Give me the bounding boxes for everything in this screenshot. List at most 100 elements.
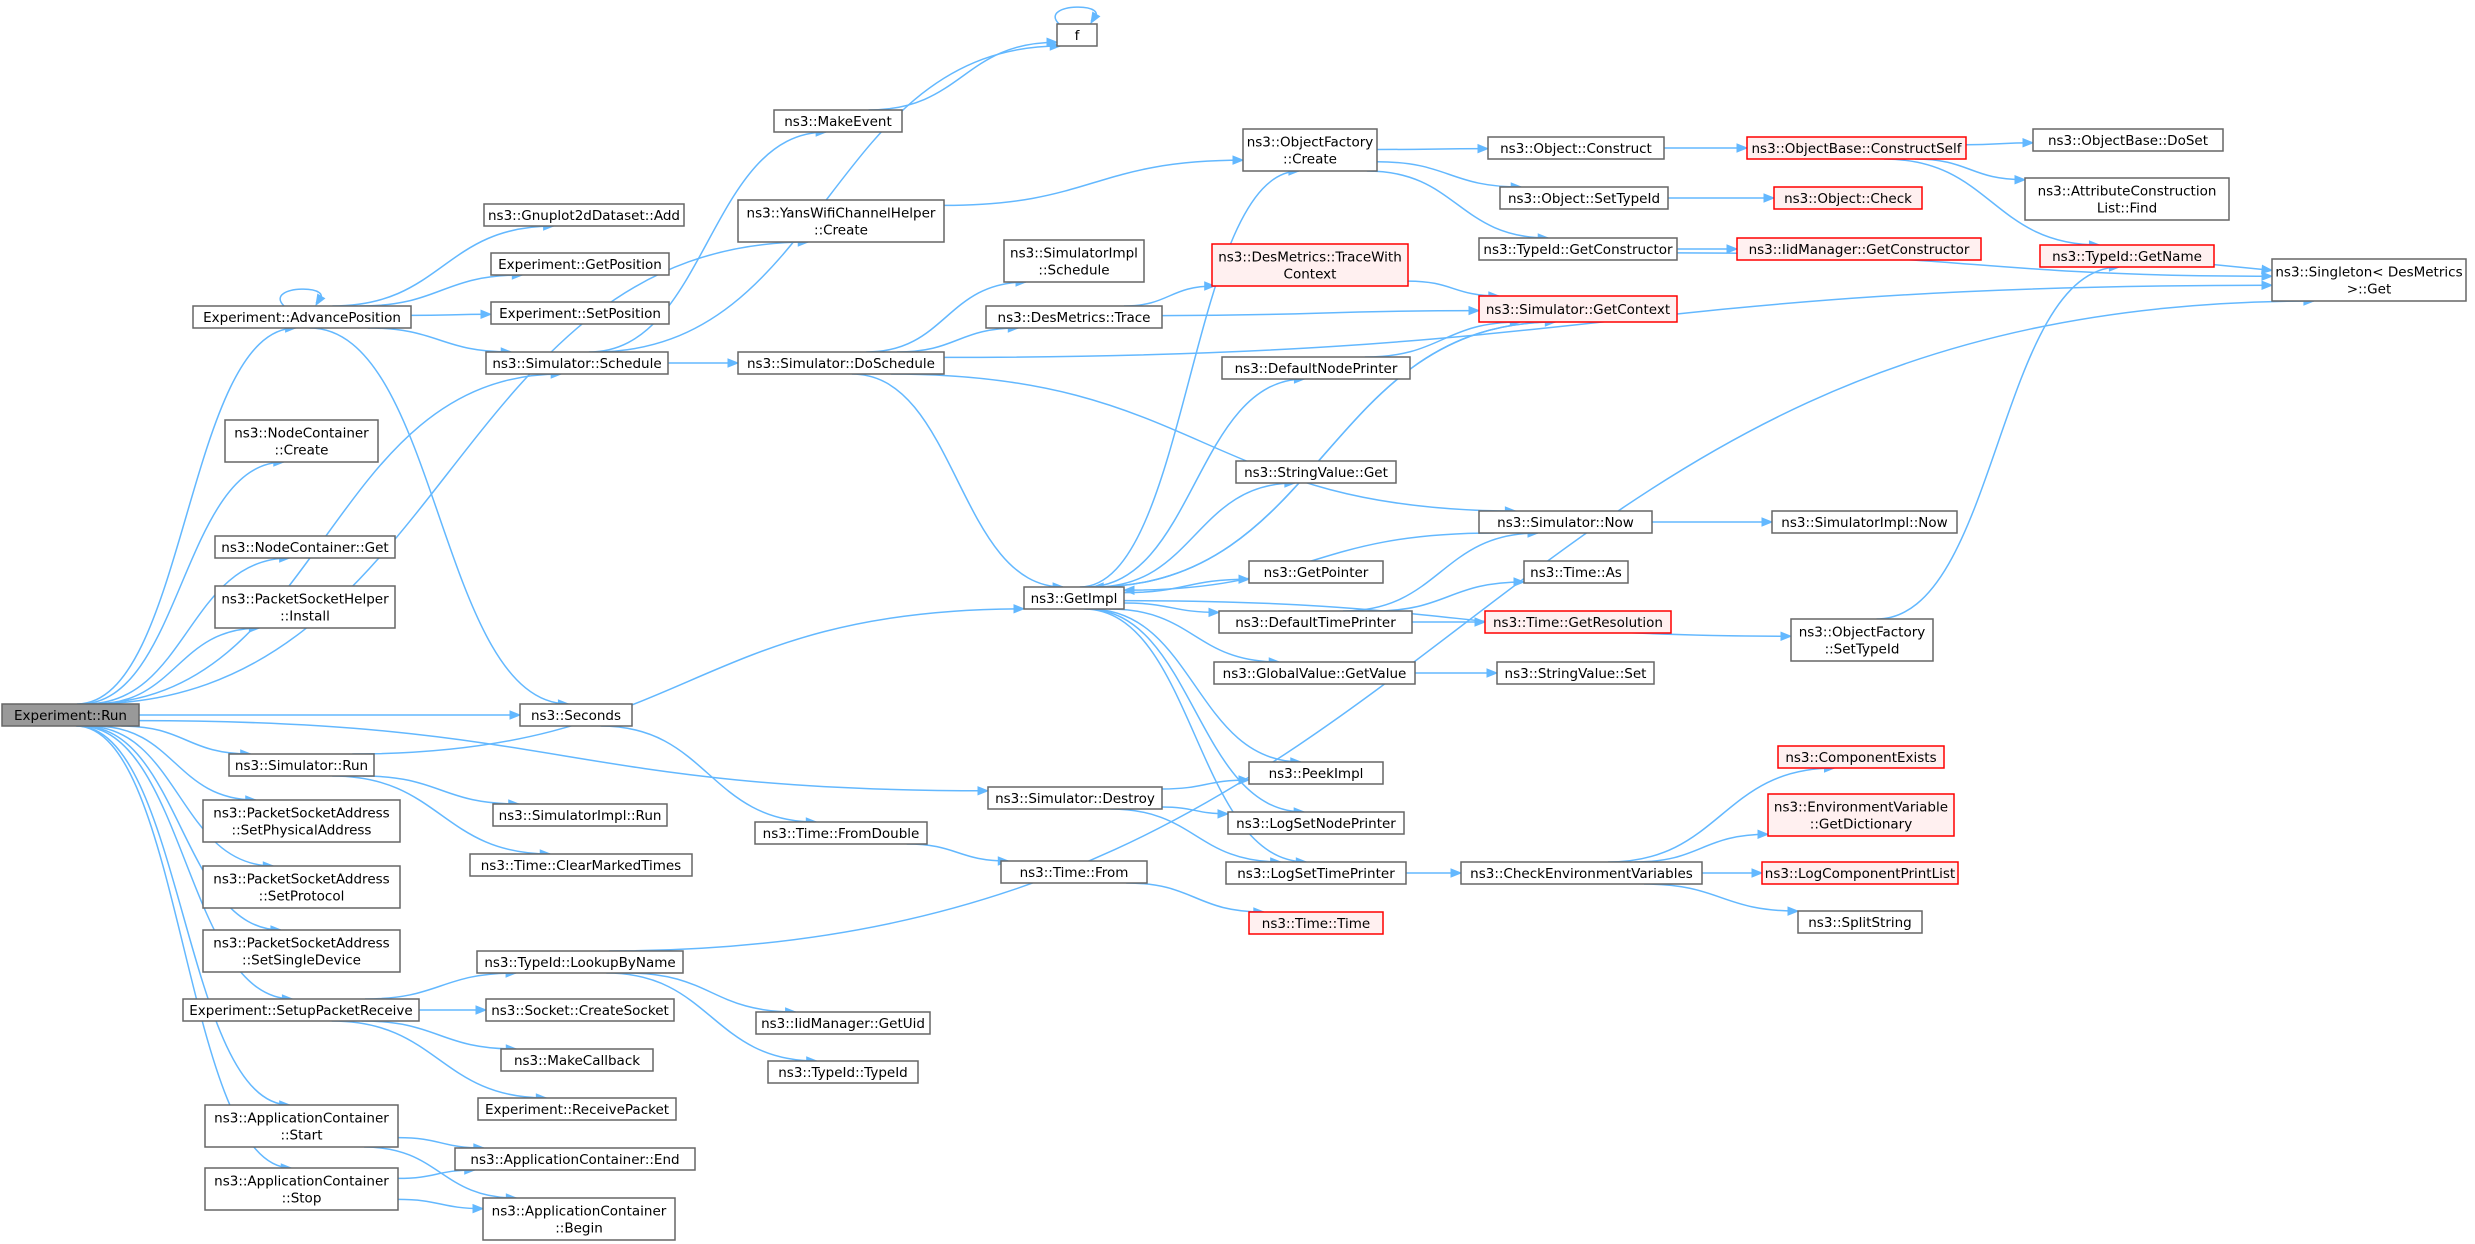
node-simrun[interactable]: ns3::Simulator::Run [228,753,375,777]
edge-acstop-to-acbegin [397,1198,485,1214]
edge-arrowhead [1013,604,1026,614]
node-compexists[interactable]: ns3::ComponentExists [1777,745,1945,769]
node-simdestroy[interactable]: ns3::Simulator::Destroy [987,786,1163,810]
node-desmtrace[interactable]: ns3::DesMetrics::Trace [985,305,1163,329]
node-acstop[interactable]: ns3::ApplicationContainer::Stop [204,1167,399,1211]
node-fromdouble[interactable]: ns3::Time::FromDouble [754,821,928,845]
node-timetime[interactable]: ns3::Time::Time [1248,911,1384,935]
node-iidgetuid[interactable]: ns3::IidManager::GetUid [755,1011,931,1035]
node-label: ns3::TypeId::TypeId [778,1065,908,1081]
node-getimpl[interactable]: ns3::GetImpl [1023,586,1125,610]
node-objconstruct[interactable]: ns3::Object::Construct [1487,136,1665,160]
node-stringvalueget[interactable]: ns3::StringValue::Get [1235,460,1397,484]
node-singletonget[interactable]: ns3::Singleton< DesMetrics >::Get [2271,258,2467,302]
node-logsettime[interactable]: ns3::LogSetTimePrinter [1225,861,1407,885]
node-tidgetctor[interactable]: ns3::TypeId::GetConstructor [1478,237,1678,261]
edge-run-to-ncget [85,553,291,705]
node-makeevent[interactable]: ns3::MakeEvent [773,109,903,133]
node-yanscreate[interactable]: ns3::YansWifiChannelHelper::Create [737,199,945,243]
node-acend[interactable]: ns3::ApplicationContainer::End [454,1147,696,1171]
node-f[interactable]: f [1056,23,1098,47]
node-run[interactable]: Experiment::Run [1,703,140,727]
node-lookupbyname[interactable]: ns3::TypeId::LookupByName [476,950,684,974]
node-ofsettypeid[interactable]: ns3::ObjectFactory::SetTypeId [1790,618,1934,662]
node-label: ns3::LogSetNodePrinter [1236,816,1396,832]
node-pshinstall[interactable]: ns3::PacketSocketHelper::Install [214,585,396,629]
node-label: ::Create [1283,152,1337,168]
node-makecallback[interactable]: ns3::MakeCallback [500,1048,654,1072]
node-simimplrun[interactable]: ns3::SimulatorImpl::Run [492,803,668,827]
edge-line [364,1146,517,1199]
node-label: ns3::SimulatorImpl::Run [499,808,662,824]
node-obconstructself[interactable]: ns3::ObjectBase::ConstructSelf [1746,136,1967,160]
node-envgetdict[interactable]: ns3::EnvironmentVariable::GetDictionary [1767,793,1955,837]
node-splitstring[interactable]: ns3::SplitString [1797,910,1923,934]
node-simimplnow[interactable]: ns3::SimulatorImpl::Now [1771,510,1958,534]
node-acbegin[interactable]: ns3::ApplicationContainer::Begin [482,1197,676,1241]
node-clearmarked[interactable]: ns3::Time::ClearMarkedTimes [469,853,693,877]
node-timeas[interactable]: ns3::Time::As [1523,560,1629,584]
node-psaproto[interactable]: ns3::PacketSocketAddress::SetProtocol [202,865,401,909]
node-objcheck[interactable]: ns3::Object::Check [1773,186,1923,210]
node-gvgetvalue[interactable]: ns3::GlobalValue::GetValue [1213,661,1416,685]
node-acstart[interactable]: ns3::ApplicationContainer::Start [204,1104,399,1148]
node-peekimpl[interactable]: ns3::PeekImpl [1248,761,1384,785]
node-gnuadd[interactable]: ns3::Gnuplot2dDataset::Add [483,203,685,227]
edge-tidgetname-to-singletonget [2213,263,2274,275]
node-objsettypeid[interactable]: ns3::Object::SetTypeId [1499,186,1669,210]
node-setuprecv[interactable]: Experiment::SetupPacketReceive [182,998,420,1022]
node-simschedule[interactable]: ns3::Simulator::Schedule [485,351,669,375]
node-receivepacket[interactable]: Experiment::ReceivePacket [477,1097,677,1121]
node-nccreate[interactable]: ns3::NodeContainer::Create [224,419,379,463]
node-getpos[interactable]: Experiment::GetPosition [490,252,670,276]
node-timegetres[interactable]: ns3::Time::GetResolution [1484,610,1672,634]
node-simimplschedule[interactable]: ns3::SimulatorImpl::Schedule [1003,239,1145,283]
node-typeidtypeid[interactable]: ns3::TypeId::TypeId [767,1060,919,1084]
node-label: ns3::IidManager::GetUid [761,1016,925,1032]
node-psaphys[interactable]: ns3::PacketSocketAddress::SetPhysicalAdd… [202,799,401,843]
node-checkenv[interactable]: ns3::CheckEnvironmentVariables [1460,861,1703,885]
node-label: ns3::Simulator::DoSchedule [747,356,935,372]
edge-arrowhead [1751,868,1764,878]
node-box [1478,237,1678,261]
node-createsocket[interactable]: ns3::Socket::CreateSocket [485,998,675,1022]
node-seconds[interactable]: ns3::Seconds [519,703,633,727]
node-obdoset[interactable]: ns3::ObjectBase::DoSet [2032,128,2224,152]
node-psasingle[interactable]: ns3::PacketSocketAddress::SetSingleDevic… [202,929,401,973]
node-iidgetctor[interactable]: ns3::IidManager::GetConstructor [1736,237,1982,261]
node-box [192,305,412,329]
node-advpos[interactable]: Experiment::AdvancePosition [192,305,412,329]
node-timefrom[interactable]: ns3::Time::From [1000,860,1148,884]
node-label: ns3::MakeEvent [784,114,892,130]
edge-ofsettypeid-to-tidgetname [1876,262,2121,620]
node-box [1218,610,1413,634]
edge-line [279,288,322,307]
edge-line [1914,158,2026,181]
node-box [987,786,1163,810]
edge-line [608,300,2314,952]
node-logsetnode[interactable]: ns3::LogSetNodePrinter [1227,811,1405,835]
node-defnodeprinter[interactable]: ns3::DefaultNodePrinter [1221,356,1411,380]
node-getpointer[interactable]: ns3::GetPointer [1248,560,1384,584]
node-ncget[interactable]: ns3::NodeContainer::Get [214,535,396,559]
node-label: ::SetSingleDevice [242,953,361,969]
edge-run-to-simdestroy [138,719,990,796]
node-box [1777,745,1945,769]
node-box [1523,560,1629,584]
node-doschedule[interactable]: ns3::Simulator::DoSchedule [737,351,945,375]
node-label: ::SetTypeId [1825,642,1900,658]
node-box [1478,295,1678,323]
node-setpos[interactable]: Experiment::SetPosition [490,301,670,325]
node-tidgetname[interactable]: ns3::TypeId::GetName [2039,244,2215,268]
node-logcompprint[interactable]: ns3::LogComponentPrintList [1761,861,1959,885]
node-svset[interactable]: ns3::StringValue::Set [1496,661,1655,685]
node-label: ns3::TypeId::GetConstructor [1483,242,1673,258]
node-simnow[interactable]: ns3::Simulator::Now [1478,510,1653,534]
node-box [1000,860,1148,884]
node-box [476,950,684,974]
node-ofcreate[interactable]: ns3::ObjectFactory::Create [1242,128,1378,172]
node-deftimeprinter[interactable]: ns3::DefaultTimePrinter [1218,610,1413,634]
node-simgetctx[interactable]: ns3::Simulator::GetContext [1478,295,1678,323]
